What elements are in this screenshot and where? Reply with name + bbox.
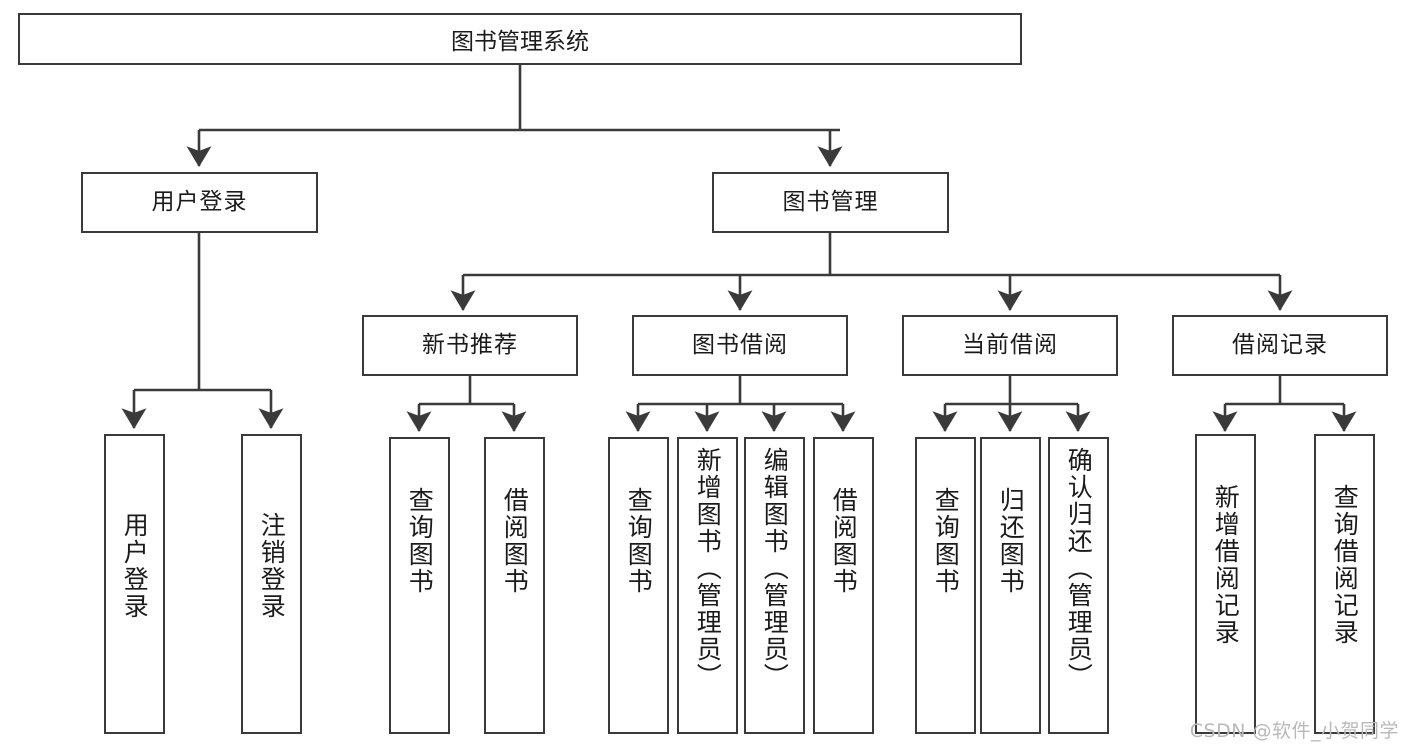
node-label: 新增图书（管理员）: [693, 447, 723, 690]
leaf-current-borrow-return[interactable]: 归还图书: [980, 437, 1041, 734]
node-label: 查询图书: [931, 487, 961, 595]
node-label: 查询图书: [624, 487, 654, 595]
node-label: 借阅图书: [829, 487, 859, 595]
leaf-current-borrow-confirm-return[interactable]: 确认归还（管理员）: [1048, 437, 1109, 734]
leaf-borrow-record-query[interactable]: 查询借阅记录: [1314, 434, 1375, 734]
leaf-book-borrow-edit[interactable]: 编辑图书（管理员）: [744, 437, 805, 734]
node-label: 用户登录: [120, 512, 150, 620]
node-label: 借阅记录: [1232, 331, 1328, 358]
node-root-system[interactable]: 图书管理系统: [18, 13, 1022, 65]
node-borrow-record[interactable]: 借阅记录: [1172, 315, 1388, 376]
node-label: 编辑图书（管理员）: [760, 447, 790, 690]
leaf-book-borrow-add[interactable]: 新增图书（管理员）: [677, 437, 738, 734]
node-label: 图书管理: [782, 188, 879, 215]
leaf-current-borrow-query[interactable]: 查询图书: [915, 437, 976, 734]
node-label: 归还图书: [996, 487, 1026, 595]
leaf-book-borrow-borrow[interactable]: 借阅图书: [813, 437, 874, 734]
node-label: 新书推荐: [422, 331, 518, 358]
node-new-book-recommend[interactable]: 新书推荐: [362, 315, 578, 376]
node-label: 图书管理系统: [451, 29, 589, 55]
node-label: 用户登录: [151, 188, 248, 215]
node-user-login[interactable]: 用户登录: [81, 172, 318, 233]
leaf-new-book-borrow[interactable]: 借阅图书: [484, 437, 545, 734]
node-label: 查询借阅记录: [1330, 484, 1360, 646]
node-label: 图书借阅: [692, 331, 788, 358]
leaf-book-borrow-query[interactable]: 查询图书: [608, 437, 669, 734]
node-label: 查询图书: [405, 487, 435, 595]
leaf-user-login-logout[interactable]: 注销登录: [241, 434, 302, 734]
node-label: 新增借阅记录: [1211, 484, 1241, 646]
node-label: 确认归还（管理员）: [1064, 447, 1094, 690]
node-book-borrow[interactable]: 图书借阅: [632, 315, 848, 376]
node-current-borrow[interactable]: 当前借阅: [902, 315, 1118, 376]
node-label: 借阅图书: [500, 487, 530, 595]
leaf-new-book-query[interactable]: 查询图书: [389, 437, 450, 734]
leaf-user-login-login[interactable]: 用户登录: [104, 434, 165, 734]
node-label: 当前借阅: [962, 331, 1058, 358]
node-label: 注销登录: [257, 512, 287, 620]
node-book-management[interactable]: 图书管理: [712, 172, 949, 233]
leaf-borrow-record-add[interactable]: 新增借阅记录: [1195, 434, 1256, 734]
watermark-text: CSDN @软件_小贺同学: [1189, 720, 1399, 742]
